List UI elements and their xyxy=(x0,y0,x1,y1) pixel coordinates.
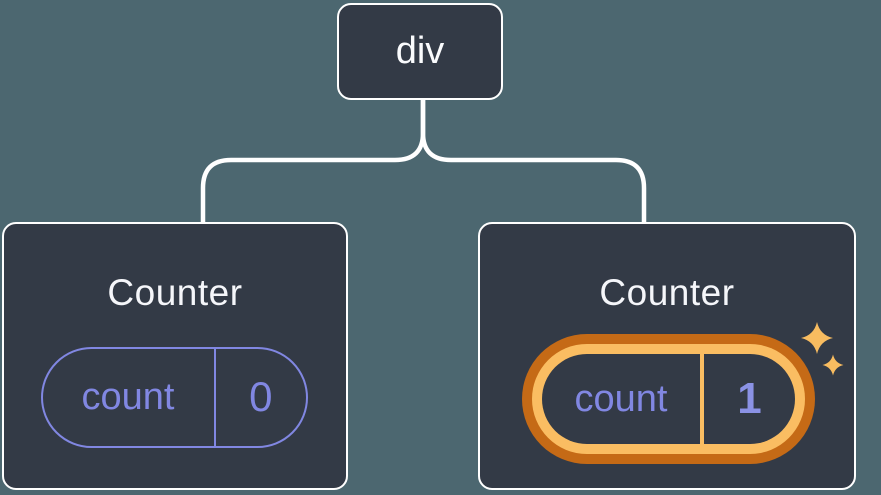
state-pill-right: count 1 xyxy=(542,354,795,444)
tree-node-counter-right: Counter count 1 xyxy=(478,222,856,490)
connector-root-to-right-counter xyxy=(420,97,647,226)
connector-root-to-left-counter xyxy=(200,97,426,226)
state-pill-left: count 0 xyxy=(40,346,308,448)
counter-right-title: Counter xyxy=(599,272,735,313)
state-key-label: count xyxy=(574,377,668,420)
counter-left-title: Counter xyxy=(107,272,243,313)
state-key-label: count xyxy=(81,375,175,418)
pill-divider xyxy=(213,348,216,446)
state-value: 1 xyxy=(737,374,762,423)
tree-node-counter-left: Counter count 0 xyxy=(2,222,348,490)
state-value: 0 xyxy=(249,373,273,420)
tree-node-div: div xyxy=(337,3,503,100)
state-pill-right-inner-ring: count 1 xyxy=(532,344,805,454)
state-pill-right-highlight-ring: count 1 xyxy=(522,334,815,464)
div-node-label: div xyxy=(395,30,445,72)
pill-divider xyxy=(700,354,704,444)
sparkles-icon xyxy=(801,322,844,376)
